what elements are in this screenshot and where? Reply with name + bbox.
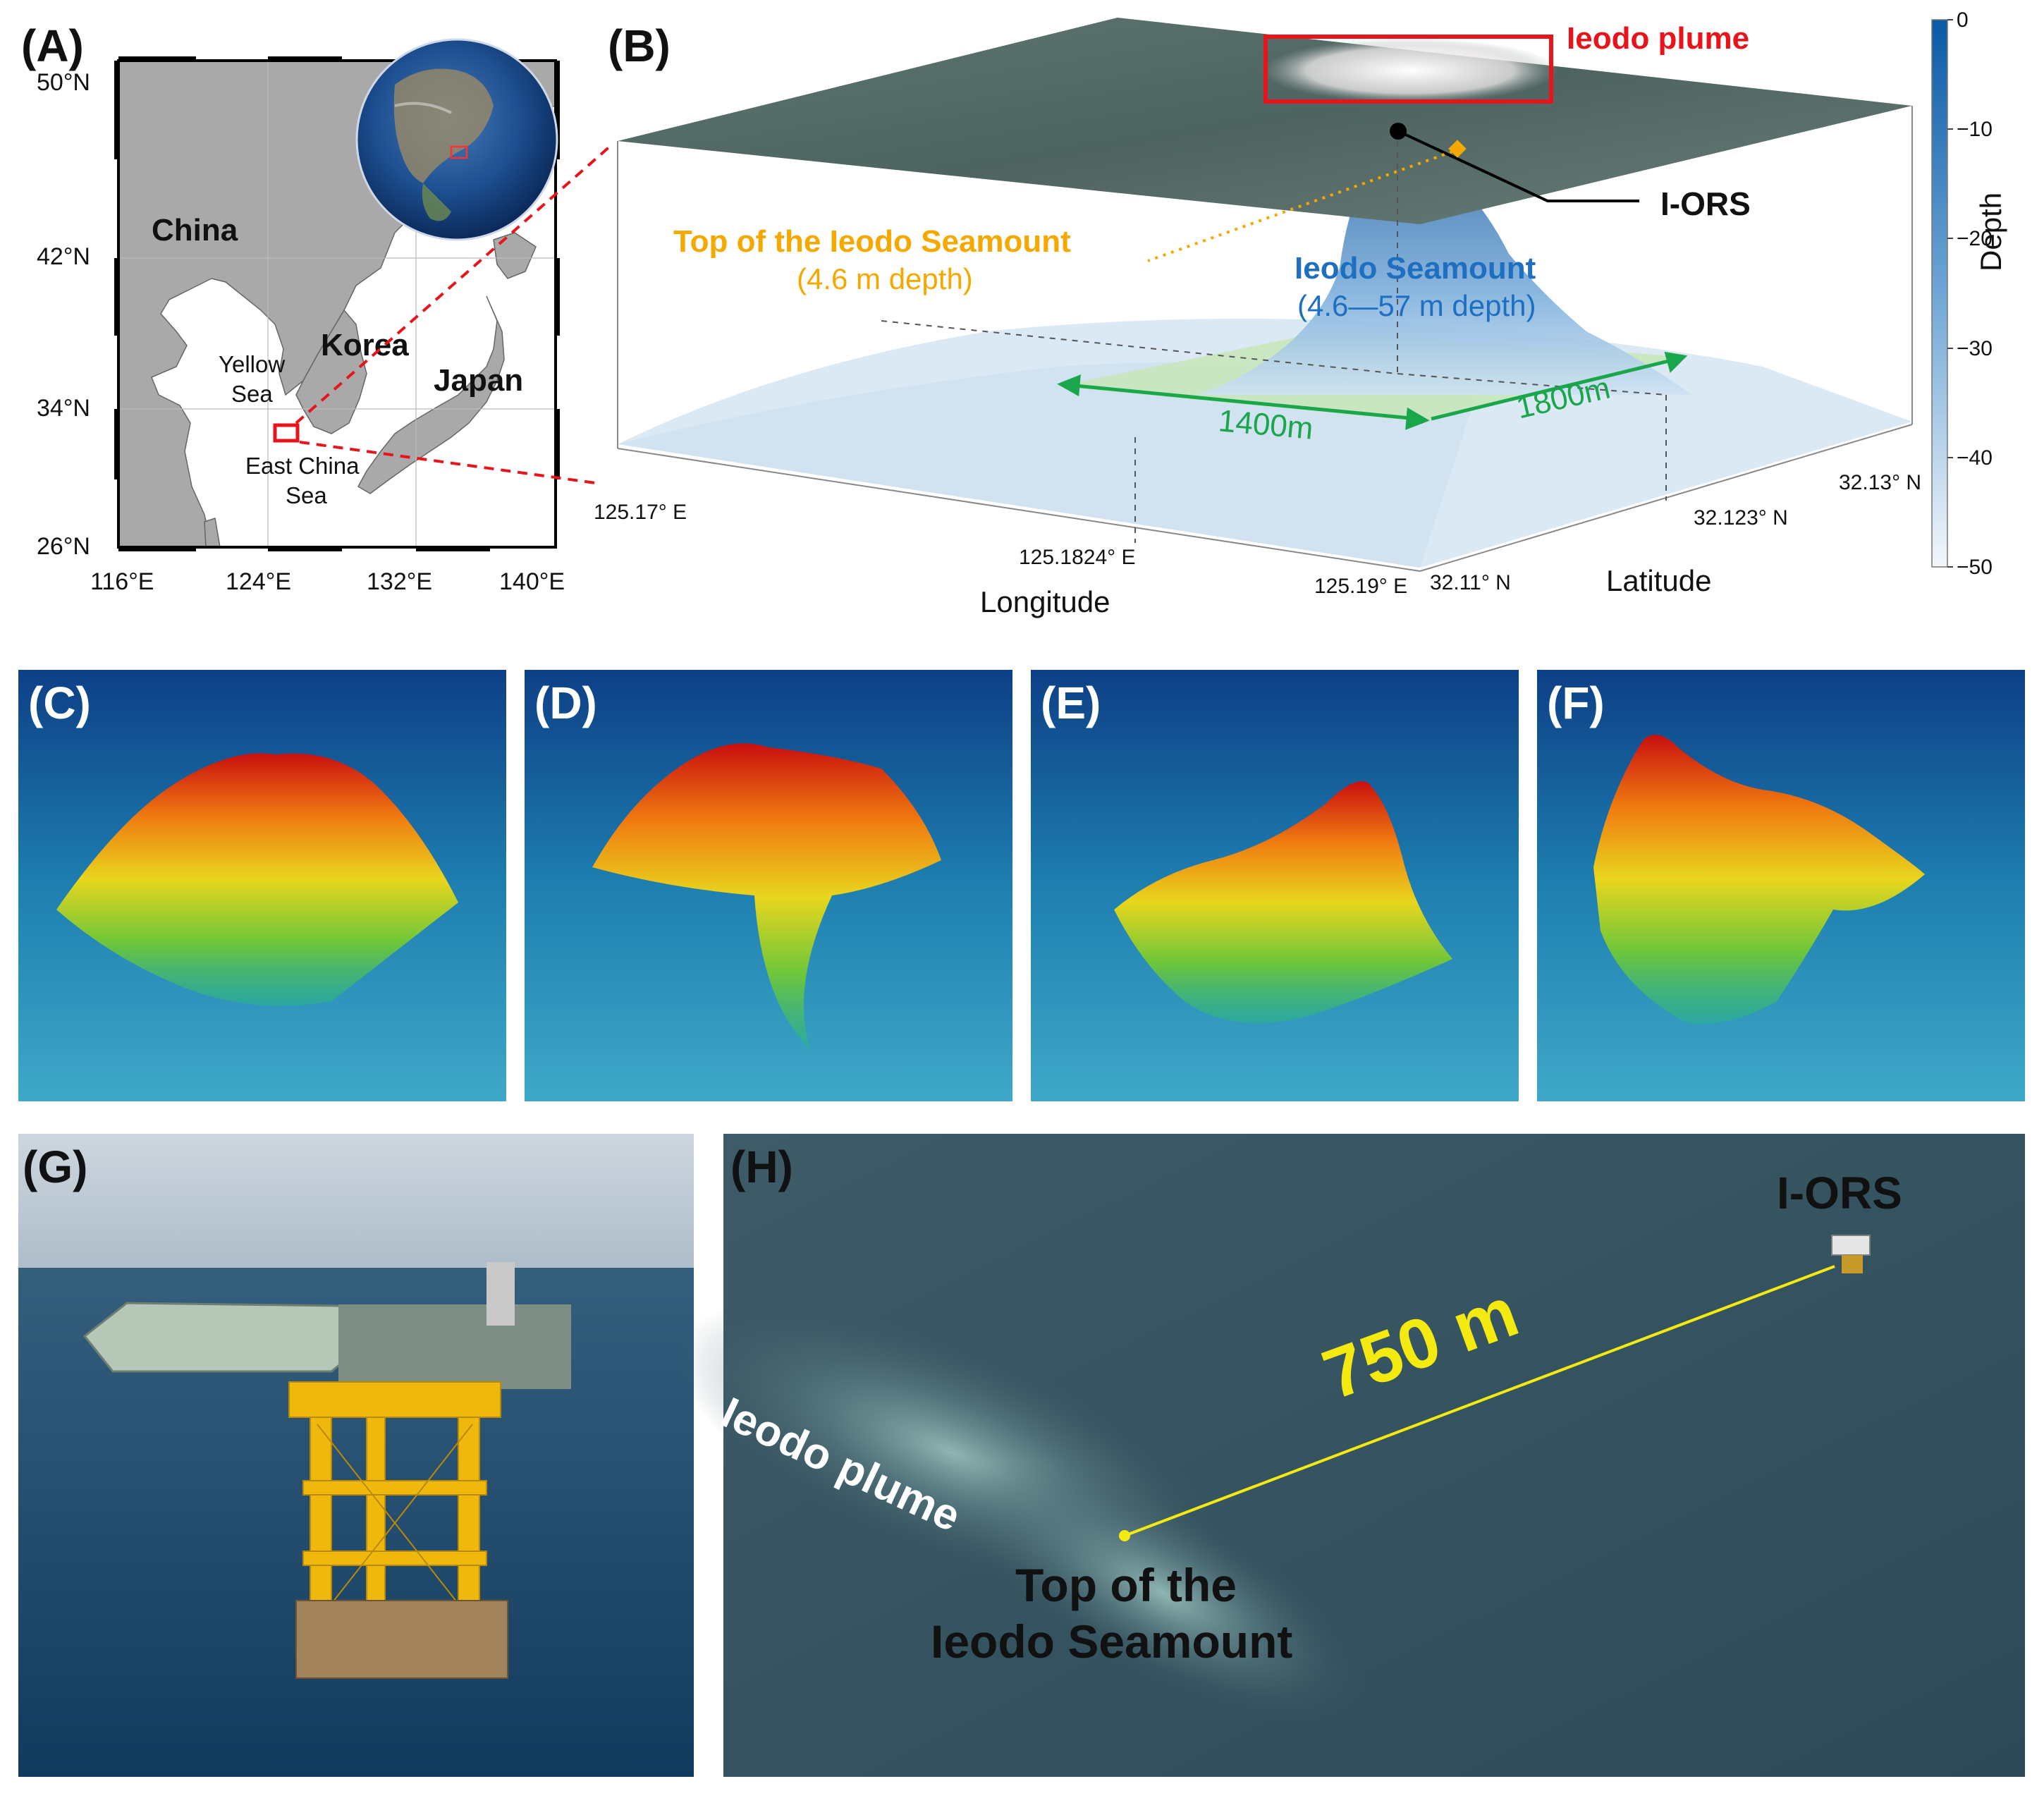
lon-tick-b-3: 125.19° E <box>1314 575 1408 598</box>
lat-tick-b-3: 32.13° N <box>1839 471 1922 494</box>
seamount-top-label-1: Top of the <box>1015 1559 1237 1611</box>
plume-patch <box>1262 38 1558 103</box>
panel-f-label: (F) <box>1547 678 1605 728</box>
x-axis-label: Longitude <box>980 585 1110 618</box>
panel-h-label: (H) <box>730 1142 793 1192</box>
platform-photo <box>18 1134 694 1777</box>
lat-tick-34: 34°N <box>37 395 90 422</box>
colorbar-tick-10: −10 <box>1957 118 1993 141</box>
lon-tick-140: 140°E <box>499 568 565 595</box>
iors-platform-small <box>1831 1235 1871 1273</box>
panel-c-label: (C) <box>28 678 91 728</box>
distance-line <box>1124 1265 1835 1537</box>
panel-g-label: (G) <box>23 1142 88 1192</box>
sea-surface-plane <box>618 18 1912 224</box>
lon-tick-124: 124°E <box>226 568 292 595</box>
label-yellow-sea-1: Yellow <box>219 351 286 377</box>
panel-b-label: (B) <box>608 20 671 71</box>
colorbar-tick-20: −20 <box>1957 227 1993 250</box>
seamount-depth: (4.6—57 m depth) <box>1297 289 1536 322</box>
panel-a-label: (A) <box>21 20 84 71</box>
colorbar-tick-0: 0 <box>1957 8 1969 32</box>
render-c <box>18 670 506 1101</box>
y-axis-label: Latitude <box>1606 564 1712 597</box>
panel-b-figure <box>295 18 1953 572</box>
label-japan: Japan <box>434 363 524 398</box>
seamount-top-title: Top of the Ieodo Seamount <box>673 224 1071 259</box>
lon-tick-116: 116°E <box>90 568 154 595</box>
lon-tick-132: 132°E <box>367 568 433 595</box>
study-area-box <box>273 423 300 443</box>
land-korea <box>295 309 367 434</box>
lat-tick-26: 26°N <box>37 533 90 560</box>
colorbar-tick-40: −40 <box>1957 446 1993 470</box>
lat-tick-50: 50°N <box>37 69 90 96</box>
panel-d-label: (D) <box>534 678 597 728</box>
panel-a-map <box>114 38 560 551</box>
colorbar-tick-50: −50 <box>1957 556 1993 579</box>
iors-label-b: I-ORS <box>1660 185 1751 222</box>
label-yellow-sea-2: Sea <box>231 381 273 407</box>
plume-label-b: Ieodo plume <box>1567 21 1750 56</box>
seamount-title: Ieodo Seamount <box>1295 251 1536 286</box>
lon-tick-b-2: 125.1824° E <box>1019 546 1136 569</box>
plume-box <box>1263 35 1553 104</box>
lat-tick-b-2: 32.123° N <box>1694 506 1788 530</box>
lat-tick-b-1: 32.11° N <box>1430 571 1511 594</box>
label-china: China <box>152 213 238 247</box>
seamount-top-depth: (4.6 m depth) <box>797 262 973 295</box>
land-hokkaido <box>493 232 537 279</box>
land-mass-asia <box>118 60 556 548</box>
label-korea: Korea <box>321 328 409 362</box>
platform-structure <box>82 1262 571 1679</box>
seamount-top-point <box>1119 1530 1130 1541</box>
render-d <box>525 670 1012 1101</box>
render-f <box>1537 670 2025 1101</box>
connector-upper <box>295 143 613 424</box>
lat-tick-42: 42°N <box>37 243 90 270</box>
label-ecs-1: East China <box>245 453 360 479</box>
label-ecs-2: Sea <box>286 482 327 508</box>
seamount-shape <box>1199 145 1692 396</box>
seamount-top-label-2: Ieodo Seamount <box>931 1615 1293 1668</box>
colorbar-tick-30: −30 <box>1957 337 1993 360</box>
land-japan <box>357 295 505 494</box>
globe-inset <box>355 38 558 241</box>
colorbar <box>1931 19 1948 568</box>
lon-tick-b-1: 125.17° E <box>594 501 687 524</box>
render-e <box>1031 670 1519 1101</box>
bathymetry-renders <box>18 670 2025 1101</box>
iors-label-h: I-ORS <box>1777 1168 1902 1218</box>
panel-e-label: (E) <box>1041 678 1101 728</box>
